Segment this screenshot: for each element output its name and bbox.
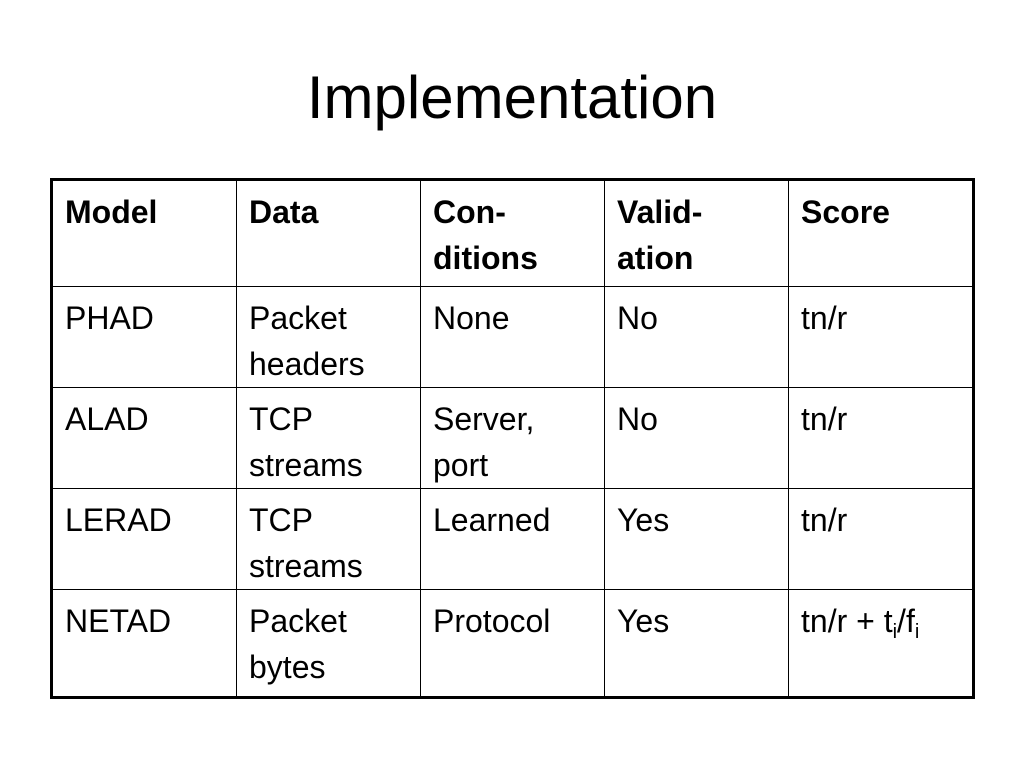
cell-text: Packet: [249, 603, 347, 639]
cell-text: port: [433, 447, 489, 483]
cell-text: Learned: [433, 502, 551, 538]
cell-score: tn/r: [788, 286, 974, 388]
header-score: Score: [788, 179, 974, 287]
cell-score: tn/r: [788, 387, 974, 489]
cell-validation: No: [604, 286, 789, 388]
cell-text: streams: [249, 447, 363, 483]
score-formula: tn/r + ti/fi: [801, 598, 960, 644]
header-validation: Valid- ation: [604, 179, 789, 287]
cell-conditions: None: [420, 286, 605, 388]
cell-text: Protocol: [433, 603, 551, 639]
cell-text: Server,: [433, 401, 535, 437]
cell-text: None: [433, 300, 510, 336]
cell-validation: No: [604, 387, 789, 489]
table-row: NETAD Packet bytes Protocol Yes tn/r + t…: [51, 589, 974, 698]
formula-subscript: i: [914, 621, 920, 643]
header-text: Con-: [433, 194, 506, 230]
implementation-table: Model Data Con- ditions Valid- ation Sco…: [50, 178, 975, 699]
cell-data: TCP streams: [236, 387, 421, 489]
cell-validation: Yes: [604, 488, 789, 590]
cell-text: TCP: [249, 401, 313, 437]
header-text: Data: [249, 194, 319, 230]
header-text: ditions: [433, 240, 538, 276]
cell-score: tn/r + ti/fi: [788, 589, 974, 698]
cell-text: No: [617, 401, 658, 437]
header-data: Data: [236, 179, 421, 287]
header-text: Score: [801, 194, 890, 230]
cell-text: Yes: [617, 603, 670, 639]
header-text: ation: [617, 240, 694, 276]
cell-text: No: [617, 300, 658, 336]
header-text: Model: [65, 194, 158, 230]
table-row: ALAD TCP streams Server, port No tn/r: [51, 387, 974, 489]
formula-subscript: i: [892, 621, 898, 643]
cell-data: Packet headers: [236, 286, 421, 388]
cell-text: headers: [249, 346, 365, 382]
cell-text: Packet: [249, 300, 347, 336]
cell-model: LERAD: [51, 488, 237, 590]
formula-prefix: tn/r + t: [801, 603, 893, 639]
cell-text: PHAD: [65, 300, 154, 336]
cell-text: TCP: [249, 502, 313, 538]
header-model: Model: [51, 179, 237, 287]
cell-text: Yes: [617, 502, 670, 538]
cell-data: TCP streams: [236, 488, 421, 590]
header-conditions: Con- ditions: [420, 179, 605, 287]
cell-score: tn/r: [788, 488, 974, 590]
cell-model: PHAD: [51, 286, 237, 388]
cell-conditions: Learned: [420, 488, 605, 590]
cell-text: NETAD: [65, 603, 172, 639]
cell-text: ALAD: [65, 401, 149, 437]
cell-text: bytes: [249, 649, 326, 685]
cell-text: LERAD: [65, 502, 172, 538]
cell-text: streams: [249, 548, 363, 584]
cell-text: tn/r: [801, 401, 848, 437]
slide-title: Implementation: [306, 64, 718, 131]
cell-text: tn/r: [801, 502, 848, 538]
cell-model: ALAD: [51, 387, 237, 489]
cell-validation: Yes: [604, 589, 789, 698]
cell-conditions: Protocol: [420, 589, 605, 698]
cell-model: NETAD: [51, 589, 237, 698]
table-header-row: Model Data Con- ditions Valid- ation Sco…: [51, 179, 974, 287]
cell-conditions: Server, port: [420, 387, 605, 489]
table-row: PHAD Packet headers None No tn/r: [51, 286, 974, 388]
cell-data: Packet bytes: [236, 589, 421, 698]
header-text: Valid-: [617, 194, 703, 230]
table-row: LERAD TCP streams Learned Yes tn/r: [51, 488, 974, 590]
formula-middle: /f: [897, 603, 915, 639]
cell-text: tn/r: [801, 300, 848, 336]
